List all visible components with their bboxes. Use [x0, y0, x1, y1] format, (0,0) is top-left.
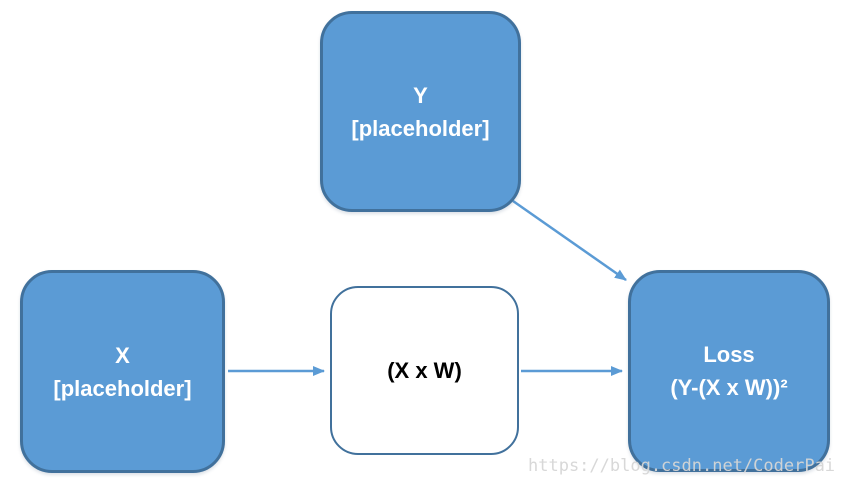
node-x-placeholder: X [placeholder]: [20, 270, 225, 473]
node-matmul-label: (X x W): [387, 358, 462, 383]
node-matmul-op: (X x W): [330, 286, 519, 455]
node-y-placeholder: Y [placeholder]: [320, 11, 521, 212]
watermark: https://blog.csdn.net/CoderPai: [528, 456, 836, 476]
arrow-y-to-loss: [512, 199, 627, 282]
node-loss: Loss (Y-(X x W))²: [628, 270, 830, 472]
node-loss-label-line1: Loss: [703, 342, 755, 367]
node-x-label-line2: [placeholder]: [53, 375, 192, 401]
node-x-label-line1: X: [115, 342, 130, 368]
node-y-label-line1: Y: [413, 82, 428, 108]
node-y-label-line2: [placeholder]: [351, 115, 490, 141]
node-loss-label-line2: (Y-(X x W))²: [670, 375, 788, 400]
